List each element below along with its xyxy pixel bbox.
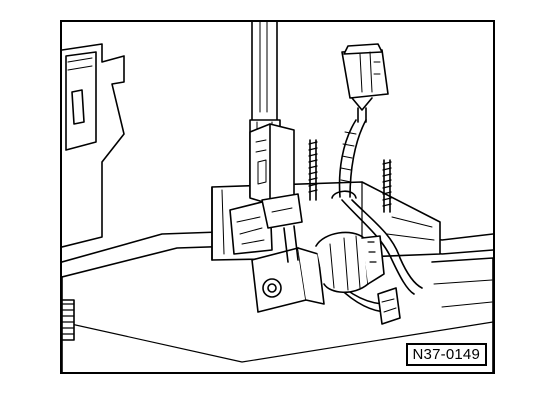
- technical-illustration: [62, 22, 493, 372]
- retaining-clip: [261, 193, 303, 263]
- connector-plug: [341, 43, 389, 123]
- lever-block: [249, 123, 295, 205]
- threaded-stud-center: [308, 139, 318, 201]
- threaded-stud-right: [382, 159, 392, 213]
- small-connector: [377, 287, 401, 325]
- illustration-frame: N37-0149: [60, 20, 495, 374]
- left-housing: [62, 43, 125, 248]
- figure-label: N37-0149: [405, 343, 487, 366]
- solenoid-assembly: [251, 231, 385, 313]
- mounting-bolt-left: [62, 299, 75, 341]
